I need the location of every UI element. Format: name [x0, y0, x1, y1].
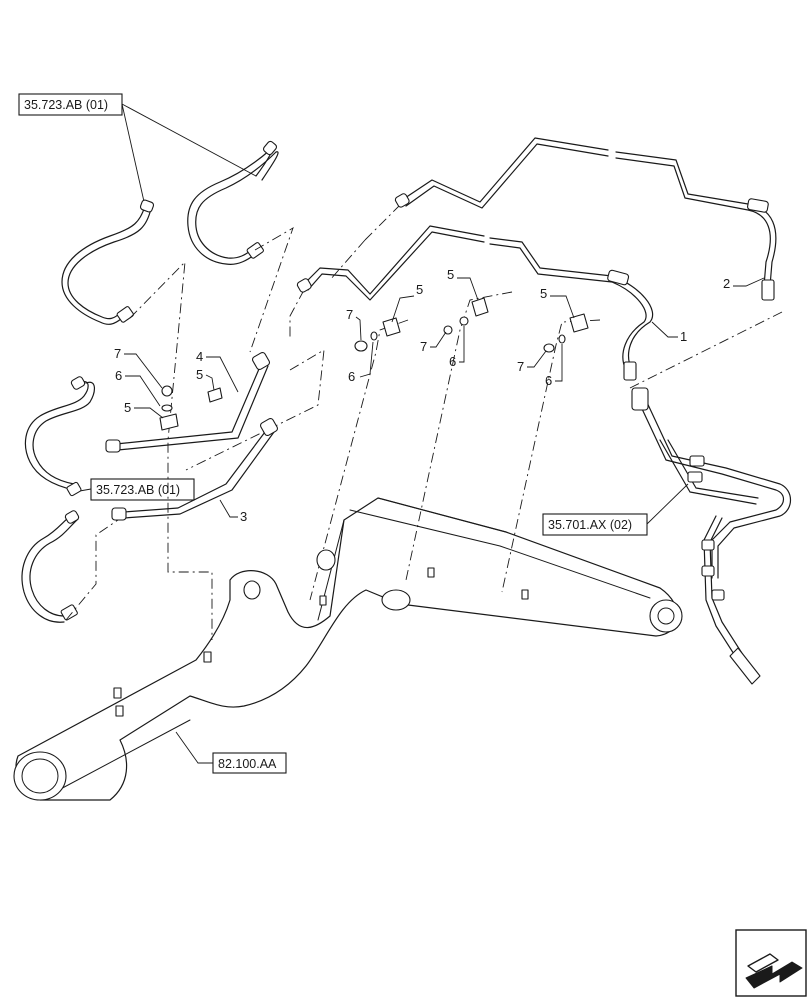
clamp-set-3: [443, 297, 489, 335]
tube-line-4: [105, 351, 271, 453]
callout-2: 2: [723, 276, 730, 291]
callout-7a: 7: [114, 346, 121, 361]
tube-line-2: [394, 137, 777, 301]
callout-5c: 5: [416, 282, 423, 297]
callout-4: 4: [196, 349, 203, 364]
manifold-tubes-right: [631, 387, 792, 685]
callout-5a: 5: [196, 367, 203, 382]
callout-6b: 6: [348, 369, 355, 384]
reference-box-82-100-aa[interactable]: 82.100.AA: [212, 752, 287, 774]
callout-1: 1: [680, 329, 687, 344]
callout-5e: 5: [540, 286, 547, 301]
callout-7b: 7: [346, 307, 353, 322]
clamp-set-4: [543, 313, 589, 353]
reference-box-35-701-ax[interactable]: 35.701.AX (02): [542, 513, 648, 536]
callout-7c: 7: [420, 339, 427, 354]
callout-5d: 5: [447, 267, 454, 282]
clamp-set-2: [354, 317, 401, 352]
reference-box-35-723-ab-mid[interactable]: 35.723.AB (01): [90, 478, 195, 501]
callouts: 1 2 3 4 5 5 5 5 5 6 6 6 6 7 7 7 7: [114, 267, 765, 524]
reference-box-35-723-ab-top[interactable]: 35.723.AB (01): [18, 93, 123, 116]
callout-3: 3: [240, 509, 247, 524]
callout-6d: 6: [545, 373, 552, 388]
hose-assembly-lower-left: [21, 376, 95, 623]
clamp-set-left: [159, 385, 223, 431]
boom-arm: [13, 497, 683, 801]
centerlines: [65, 204, 783, 640]
callout-7d: 7: [517, 359, 524, 374]
callout-6a: 6: [115, 368, 122, 383]
reference-leader-right: [646, 483, 689, 525]
hose-assembly-upper-left: [61, 140, 279, 325]
reference-leaders-top: [121, 103, 257, 207]
svg-text:35.723.AB (01): 35.723.AB (01): [96, 483, 180, 497]
next-page-arrow-icon[interactable]: [735, 929, 807, 997]
svg-text:35.723.AB (01): 35.723.AB (01): [24, 98, 108, 112]
tube-line-3: [111, 417, 279, 521]
svg-text:35.701.AX (02): 35.701.AX (02): [548, 518, 632, 532]
svg-text:82.100.AA: 82.100.AA: [218, 757, 277, 771]
reference-leader-bottom: [175, 731, 213, 764]
callout-6c: 6: [449, 354, 456, 369]
tube-line-1: [296, 225, 654, 381]
callout-5b: 5: [124, 400, 131, 415]
